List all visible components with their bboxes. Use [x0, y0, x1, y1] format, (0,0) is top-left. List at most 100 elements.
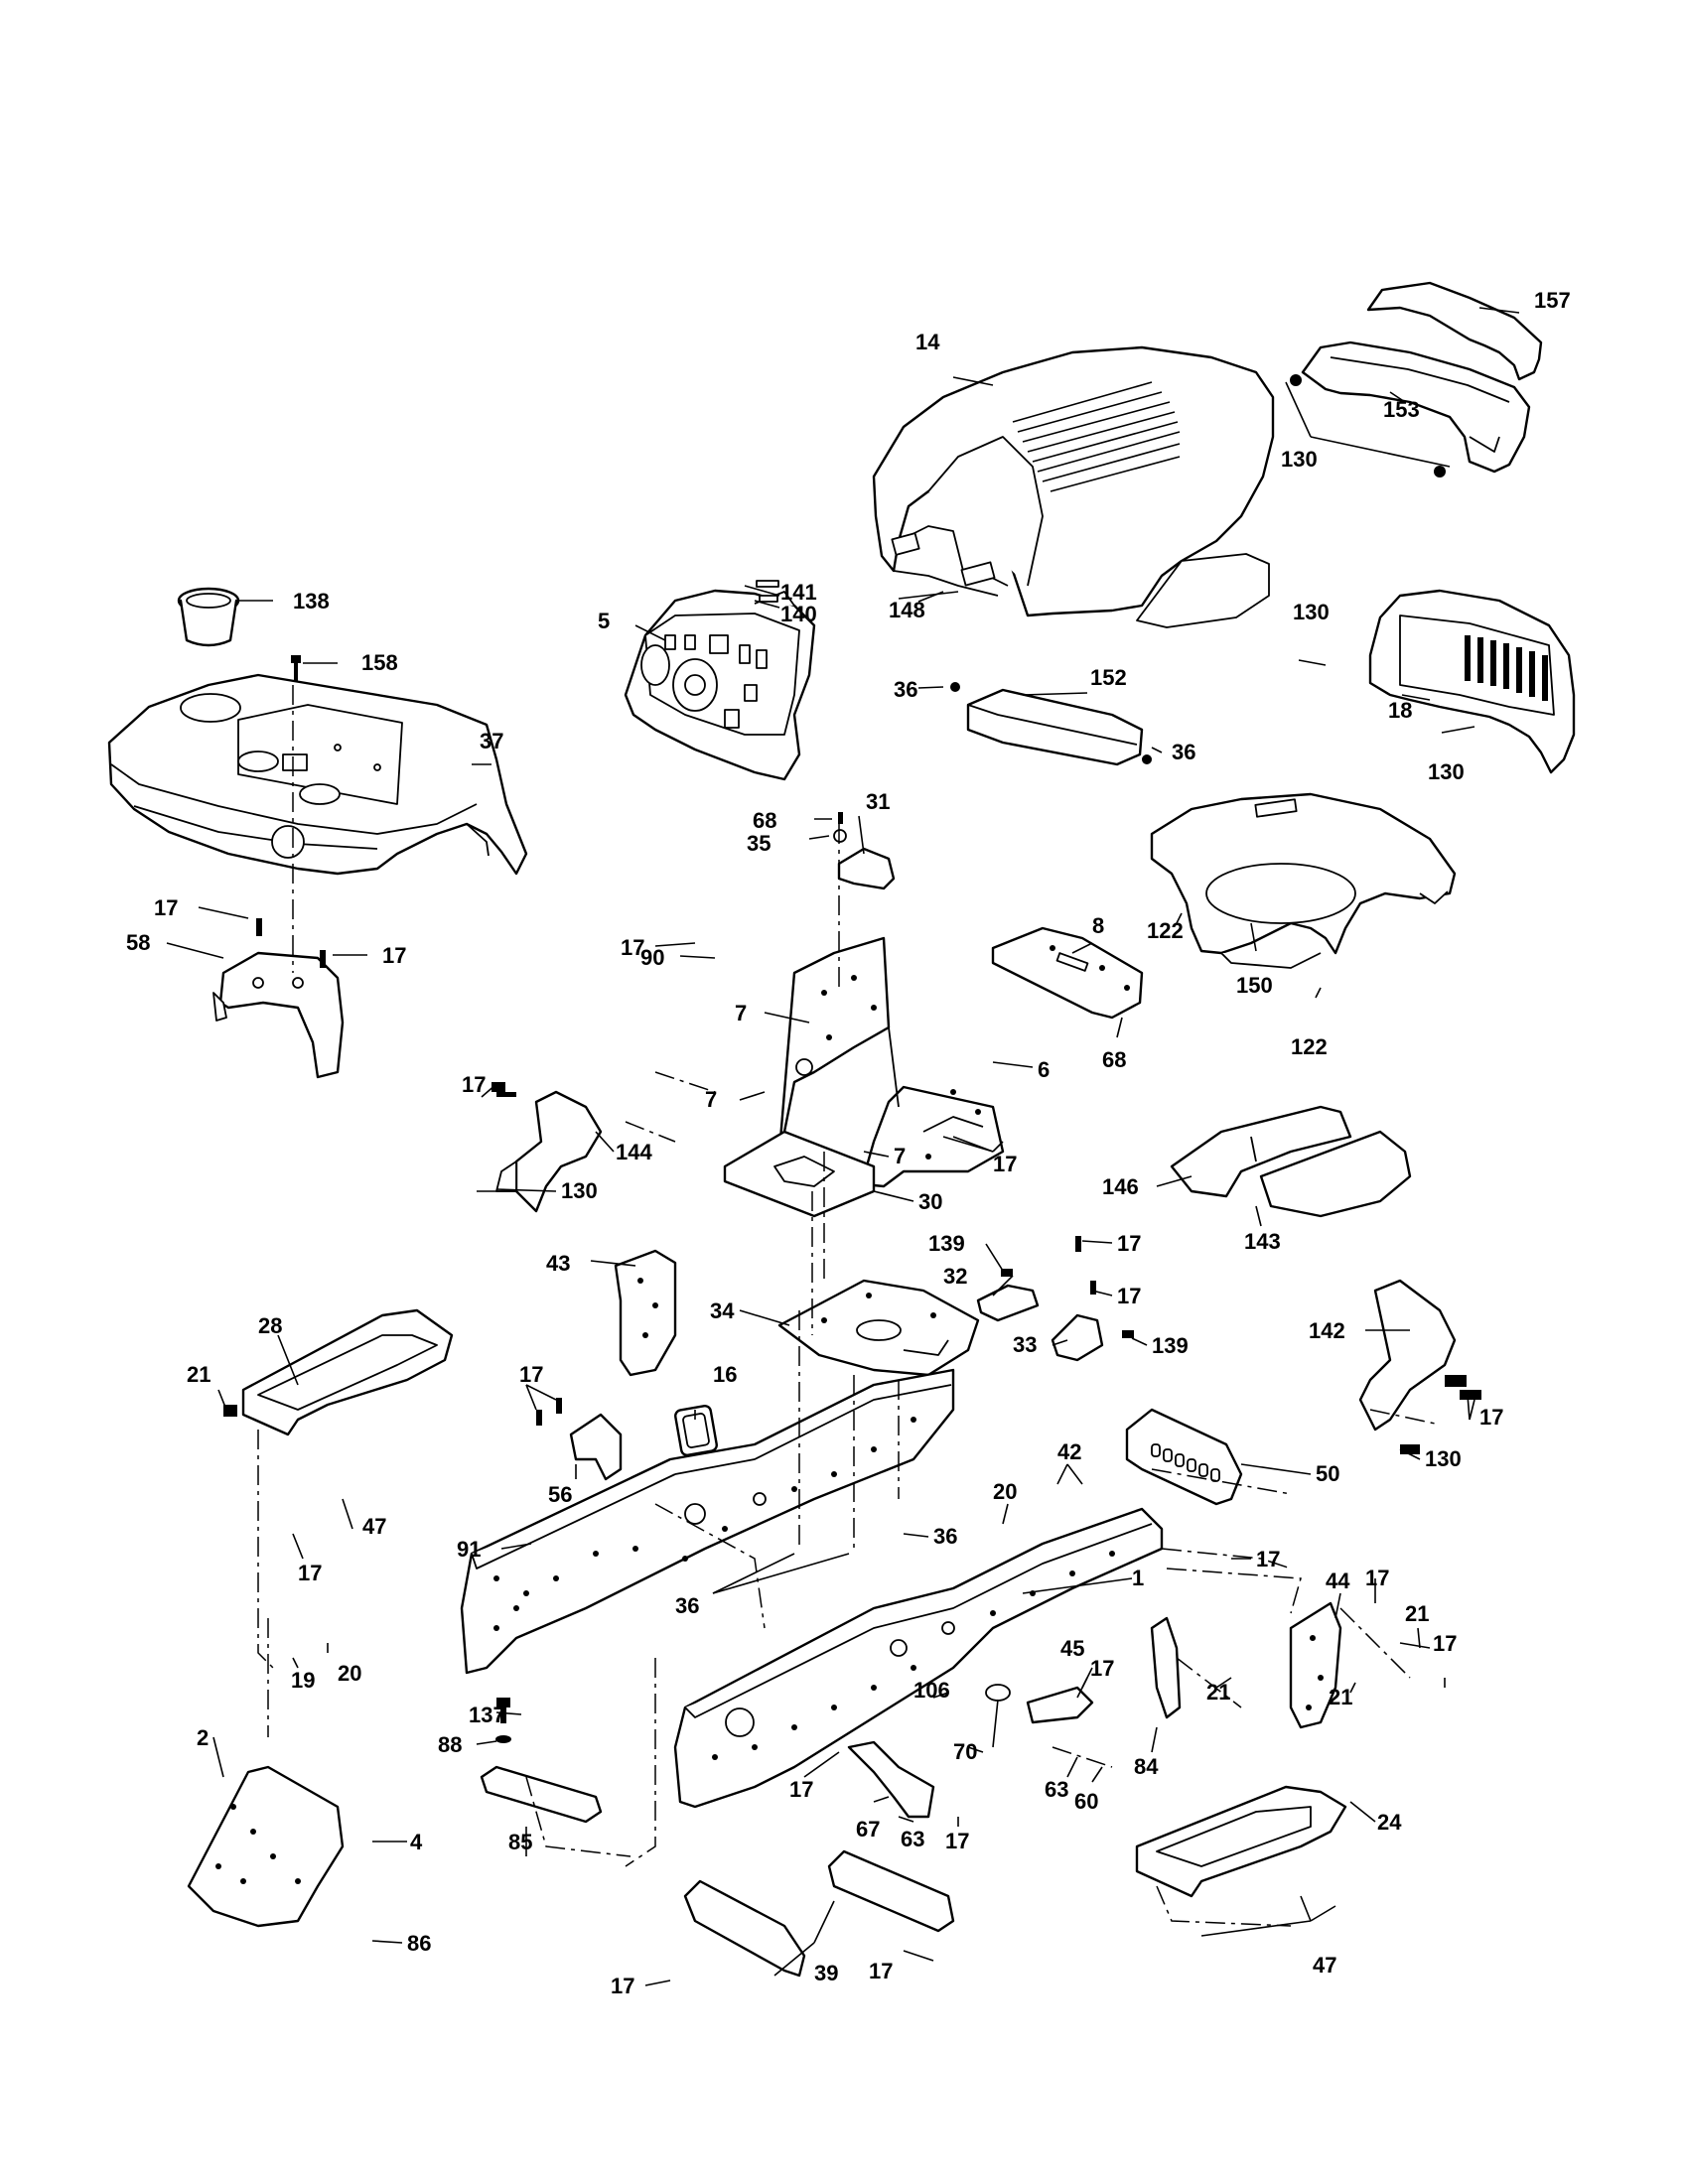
- callout-17-33: 17: [1117, 1284, 1141, 1308]
- callout-139-bottom: 139: [1152, 1333, 1189, 1358]
- callout-67: 67: [856, 1817, 880, 1842]
- callout-142: 142: [1309, 1318, 1345, 1343]
- callout-36-left: 36: [894, 677, 917, 702]
- rail-91-holes: [493, 1417, 916, 1631]
- callout-17-50: 17: [1256, 1547, 1280, 1571]
- callout-5: 5: [598, 609, 610, 633]
- callout-88: 88: [438, 1732, 462, 1757]
- callout-34: 34: [710, 1298, 735, 1323]
- callout-47-24: 47: [1313, 1953, 1336, 1978]
- callout-20-28: 20: [338, 1661, 361, 1686]
- callout-45: 45: [1060, 1636, 1084, 1661]
- callout-130-142: 130: [1425, 1446, 1462, 1471]
- callout-17-56: 17: [519, 1362, 543, 1387]
- callout-17-44-right: 17: [1433, 1631, 1457, 1656]
- part-153: [1290, 341, 1531, 478]
- part-43: [614, 1249, 677, 1377]
- callout-31: 31: [866, 789, 890, 814]
- callout-86: 86: [407, 1931, 431, 1956]
- part-37-fender: [107, 673, 528, 876]
- callout-50: 50: [1316, 1461, 1339, 1486]
- callout-17-63: 17: [945, 1829, 969, 1853]
- callout-7-low: 7: [894, 1144, 906, 1168]
- callout-141: 141: [780, 580, 817, 605]
- center-lines: [257, 685, 1441, 1927]
- callout-91: 91: [457, 1537, 481, 1562]
- callout-130-grille-top: 130: [1293, 600, 1330, 624]
- callout-1: 1: [1132, 1566, 1144, 1590]
- callout-labels: 157 14 153 130 141 140 148 5 138 158 37 …: [126, 288, 1571, 1998]
- callout-21-44-low: 21: [1329, 1685, 1352, 1709]
- part-18-grille: [1368, 589, 1576, 774]
- callout-84: 84: [1134, 1754, 1159, 1779]
- part-146: [1170, 1105, 1352, 1198]
- callout-17-frame: 17: [621, 935, 644, 960]
- callout-63-low: 63: [901, 1827, 924, 1851]
- callout-90: 90: [640, 945, 664, 970]
- callout-17-frame-low: 17: [993, 1152, 1017, 1176]
- part-5-dash: [624, 580, 816, 781]
- callout-24: 24: [1377, 1810, 1402, 1835]
- part-142: [1358, 1279, 1481, 1454]
- callout-33: 33: [1013, 1332, 1037, 1357]
- callout-17-67: 17: [789, 1777, 813, 1802]
- callout-7-mid: 7: [705, 1087, 717, 1112]
- callout-16: 16: [713, 1362, 737, 1387]
- part-24-footrest: [1135, 1785, 1347, 1898]
- part-14-hood: [872, 345, 1275, 628]
- leader-lines: [166, 307, 1520, 1986]
- callout-137: 137: [469, 1703, 505, 1727]
- callout-144: 144: [616, 1140, 652, 1164]
- callout-17-144: 17: [462, 1072, 486, 1097]
- callout-4: 4: [410, 1830, 423, 1854]
- part-67-lever: [847, 1740, 935, 1819]
- plate-2-holes: [215, 1804, 301, 1884]
- callout-17-39-left: 17: [611, 1974, 634, 1998]
- part-157: [1366, 281, 1543, 381]
- part-56: [536, 1398, 623, 1481]
- callout-17-28: 17: [298, 1561, 322, 1585]
- callout-152: 152: [1090, 665, 1127, 690]
- part-144: [477, 1082, 603, 1213]
- callout-18: 18: [1388, 698, 1412, 723]
- callout-122-bottom: 122: [1291, 1034, 1328, 1059]
- callout-36-91: 36: [933, 1524, 957, 1549]
- part-91-frame-rail: [460, 1368, 955, 1675]
- callout-42: 42: [1057, 1439, 1081, 1464]
- callout-21-44: 21: [1405, 1601, 1429, 1626]
- part-28-footrest: [223, 1308, 454, 1436]
- callout-63-right: 63: [1045, 1777, 1068, 1802]
- part-32: [976, 1269, 1040, 1322]
- part-30-plate: [723, 1130, 876, 1218]
- callout-21-28: 21: [187, 1362, 210, 1387]
- callout-130-144: 130: [561, 1178, 598, 1203]
- callout-36-frame: 36: [675, 1593, 699, 1618]
- part-152: [950, 682, 1152, 766]
- part-1-frame-rail: [673, 1507, 1164, 1809]
- callout-39: 39: [814, 1961, 838, 1985]
- part-44: [1289, 1601, 1342, 1729]
- callout-140: 140: [780, 602, 817, 626]
- part-8-plate: [991, 926, 1144, 1020]
- callout-17-142: 17: [1479, 1405, 1503, 1430]
- part-58: [212, 918, 345, 1079]
- callout-60: 60: [1074, 1789, 1098, 1814]
- callout-85: 85: [508, 1830, 532, 1854]
- part-16-gasket: [674, 1404, 718, 1457]
- part-143: [1259, 1130, 1412, 1218]
- callout-14: 14: [915, 330, 940, 354]
- callout-32: 32: [943, 1264, 967, 1289]
- callout-2: 2: [197, 1725, 209, 1750]
- callout-17-58-top: 17: [154, 895, 178, 920]
- callout-17-58-right: 17: [382, 943, 406, 968]
- callout-36-right: 36: [1172, 740, 1195, 764]
- callout-148: 148: [889, 598, 925, 622]
- callout-157: 157: [1534, 288, 1571, 313]
- callout-68-top: 68: [753, 808, 776, 833]
- callout-139-top: 139: [928, 1231, 965, 1256]
- callout-7-top: 7: [735, 1001, 747, 1025]
- callout-8: 8: [1092, 913, 1104, 938]
- callout-17-45: 17: [1090, 1656, 1114, 1681]
- callout-122-top: 122: [1147, 918, 1184, 943]
